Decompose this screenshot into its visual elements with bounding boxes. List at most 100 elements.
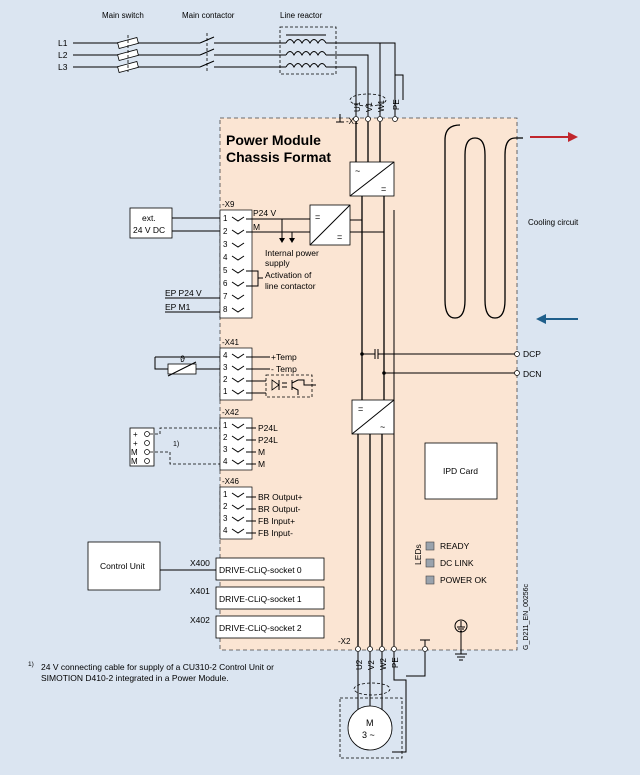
x46-pin-4: 4	[223, 526, 228, 535]
x42-label: -X42	[222, 408, 239, 417]
dcp-terminal	[514, 351, 520, 357]
x9-pin-6: 6	[223, 279, 228, 288]
x46-signal-1: BR Output+	[258, 492, 303, 502]
driveclic-socket-1	[215, 586, 325, 610]
module-title-line1: Power Module	[226, 132, 321, 148]
cooling-circuit-label: Cooling circuit	[528, 218, 579, 227]
main-contactor-label: Main contactor	[182, 11, 235, 20]
internal-supply-arrow-2	[289, 238, 295, 243]
cooling-coil	[444, 137, 523, 319]
x2-pin-pe: PE	[391, 657, 400, 668]
x9-pin-8: 8	[223, 305, 228, 314]
activation-line2: line contactor	[265, 281, 316, 291]
x9-m-label: M	[253, 222, 260, 232]
dc-bus	[361, 196, 385, 400]
activation-line1: Activation of	[265, 270, 312, 280]
internal-supply-arrow-1	[279, 238, 285, 243]
x41-pin-1: 1	[223, 387, 228, 396]
x9-terminal-block	[219, 209, 253, 319]
x42-pin-3: 3	[223, 445, 228, 454]
x46-signal-4: FB Input-	[258, 528, 293, 538]
motor-symbol	[347, 705, 393, 751]
svg-text:=: =	[337, 232, 342, 242]
line-l1-label: L1	[58, 38, 68, 48]
module-title-line2: Chassis Format	[226, 149, 331, 165]
x46-pin-2: 2	[223, 502, 228, 511]
dc-converter-symbol: = =	[309, 204, 351, 246]
converter-feed	[350, 219, 384, 233]
leds-title: LEDs	[413, 544, 423, 565]
led-ready-label: READY	[440, 541, 470, 551]
conn-sym-4: M	[131, 457, 138, 466]
x46-label: -X46	[222, 477, 239, 486]
conn-sym-3: M	[131, 448, 138, 457]
x42-dashed-cable	[150, 427, 220, 465]
x1-pin-v1: V1	[365, 102, 374, 112]
driveclic-socket-2-label: DRIVE-CLiQ-socket 2	[219, 623, 302, 633]
svg-text:~: ~	[355, 166, 360, 176]
output-phases	[357, 434, 383, 646]
x46-signal-3: FB Input+	[258, 516, 295, 526]
x42-pin-2: 2	[223, 433, 228, 442]
ipd-card-label: IPD Card	[443, 466, 478, 476]
x46-pin-3: 3	[223, 514, 228, 523]
footnote: 1) 24 V connecting cable for supply of a…	[28, 661, 288, 684]
x2-pin-v2: V2	[367, 660, 376, 670]
optocoupler-symbol	[271, 379, 316, 395]
ep-p24v-label: EP P24 V	[165, 288, 202, 298]
svg-text:=: =	[381, 184, 386, 194]
x42-pins: 1 2 3 4	[223, 421, 245, 466]
x46-signal-2: BR Output-	[258, 504, 301, 514]
x400-port: X400	[190, 558, 210, 568]
dcp-capacitor	[362, 349, 515, 359]
ipd-card-box	[424, 442, 498, 500]
main-switch-fuses	[117, 35, 139, 73]
conn-sym-2: +	[133, 439, 138, 448]
svg-text:~: ~	[380, 422, 385, 432]
x46-pins: 1 2 3 4	[223, 490, 245, 535]
x402-port: X402	[190, 615, 210, 625]
svg-text:=: =	[315, 212, 320, 222]
x41-pin-2: 2	[223, 375, 228, 384]
conn-sym-1: +	[133, 430, 138, 439]
internal-supply-line1: Internal power	[265, 248, 319, 258]
footnote-text: 24 V connecting cable for supply of a CU…	[41, 662, 274, 683]
control-unit-box	[87, 541, 161, 591]
driveclic-socket-0-label: DRIVE-CLiQ-socket 0	[219, 565, 302, 575]
x41-temp-minus: - Temp	[271, 364, 297, 374]
x2-label: -X2	[338, 637, 351, 646]
motor-shield-wire	[406, 652, 426, 677]
x2-pin-w2: W2	[379, 657, 388, 670]
ep-wires	[165, 297, 220, 313]
driveclic-socket-0	[215, 557, 325, 581]
line-l2-label: L2	[58, 50, 68, 60]
x2-ground-symbol	[420, 639, 430, 646]
x9-pin-5: 5	[223, 266, 228, 275]
ep-m1-label: EP M1	[165, 302, 191, 312]
ext-supply-line2: 24 V DC	[133, 225, 165, 235]
motor-pe-wire	[392, 652, 407, 753]
x46-pin-1: 1	[223, 490, 228, 499]
thermistor-wiring	[154, 356, 220, 370]
x9-pin-3: 3	[223, 240, 228, 249]
x42-signal-4: M	[258, 459, 265, 469]
dcn-terminal	[514, 370, 520, 376]
hot-outflow-arrow	[530, 132, 578, 142]
motor-enclosure	[339, 697, 403, 759]
main-switch-label: Main switch	[102, 11, 144, 20]
inverter-symbol: = ~	[351, 399, 395, 435]
line-l3-label: L3	[58, 62, 68, 72]
x46-wires	[246, 496, 256, 534]
line-reactor-symbol	[279, 26, 337, 75]
x42-pin-4: 4	[223, 457, 228, 466]
x41-pin-3: 3	[223, 363, 228, 372]
driveclic-socket-2	[215, 615, 325, 639]
led-dc-link-label: DC LINK	[440, 558, 474, 568]
led-dc-link	[425, 558, 435, 568]
x1-pin-pe: PE	[392, 99, 401, 110]
ext-supply-line1: ext.	[142, 213, 156, 223]
main-contactor-symbol	[199, 33, 215, 72]
dcp-label: DCP	[523, 349, 541, 359]
svg-text:=: =	[358, 404, 363, 414]
